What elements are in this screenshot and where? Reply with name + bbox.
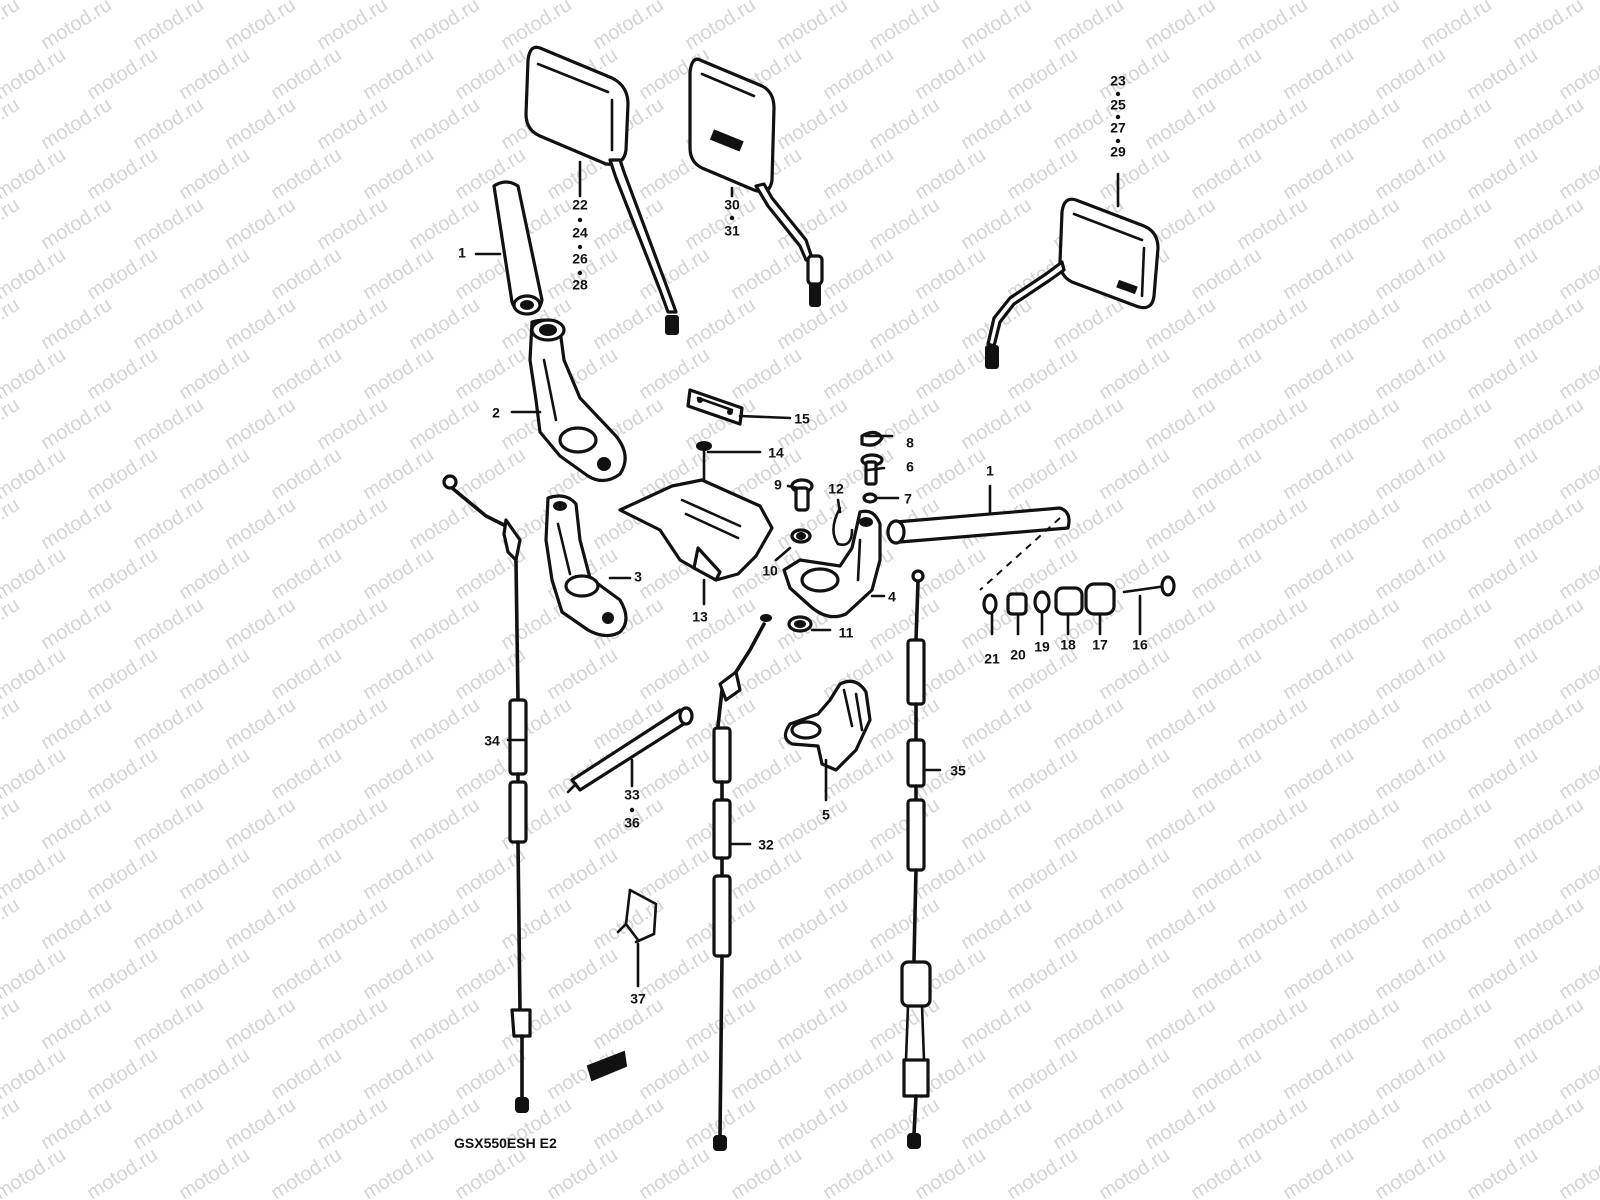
callout-35: 35 [950,763,966,779]
bar-end-screw[interactable] [1122,575,1176,597]
callout-10: 10 [762,563,778,579]
bar-end-small-washer[interactable] [982,593,998,615]
handlebar-holder-bracket[interactable] [618,478,774,582]
handlebar-right[interactable] [782,509,882,619]
callout-12: 12 [828,481,844,497]
callout-9: 9 [774,477,782,493]
nut[interactable] [790,528,812,544]
callout-31: 31 [724,223,740,239]
bar-end-damper[interactable] [1054,586,1084,616]
lock-nut[interactable] [787,615,813,633]
callout-20: 20 [1010,647,1026,663]
washer[interactable] [862,492,878,504]
bar-end-weight[interactable] [1084,582,1116,616]
mirror-left[interactable] [524,45,679,335]
bolt-short[interactable] [790,478,814,512]
callout-30: 30 [724,197,740,213]
callout-21: 21 [984,651,1000,667]
switch-bracket[interactable] [783,679,872,772]
callout-13: 13 [692,609,708,625]
mirror-right[interactable] [985,197,1160,369]
callout-3: 3 [634,569,642,585]
callout-6: 6 [906,459,914,475]
callout-33: 33 [624,787,640,803]
grip-right[interactable] [886,506,1071,545]
callout-26: 26 [572,251,588,267]
bolt[interactable] [696,441,712,482]
callout-5: 5 [822,807,830,823]
callout-27: 27 [1110,120,1126,136]
callout-17: 17 [1092,637,1108,653]
handlebar-left-upper[interactable] [528,318,627,483]
throttle-cable[interactable] [712,614,772,1151]
clutch-cable[interactable] [442,474,532,1113]
callout-36: 36 [624,815,640,831]
callout-1-right: 1 [986,463,994,479]
callout-labels: 1 1 2 3 4 5 6 7 8 9 10 11 12 13 14 15 16… [458,73,1148,1007]
callout-15: 15 [794,411,810,427]
choke-cable[interactable] [900,569,932,1149]
spring-clip[interactable] [832,506,854,546]
callout-18: 18 [1060,637,1076,653]
assembly-line [979,517,1061,591]
cable-clamp[interactable] [616,888,658,944]
callout-24: 24 [572,225,588,241]
callout-32: 32 [758,837,774,853]
callout-29: 29 [1110,144,1126,160]
callout-4: 4 [888,589,896,605]
bar-end-spacer[interactable] [1006,592,1028,616]
callout-34: 34 [484,733,500,749]
handlebar-left-lower[interactable] [544,494,628,638]
grip-left[interactable] [492,180,544,316]
callout-16: 16 [1132,637,1148,653]
callout-25: 25 [1110,97,1126,113]
callout-22: 22 [572,197,588,213]
callout-2: 2 [492,405,500,421]
callout-8: 8 [906,435,914,451]
callout-19: 19 [1034,639,1050,655]
mirror-center[interactable] [688,57,824,307]
callout-7: 7 [904,491,912,507]
screw[interactable] [860,453,884,486]
cable-label-tag[interactable] [586,1050,628,1082]
cap[interactable] [860,430,884,447]
callout-1-left: 1 [458,245,466,261]
callout-11: 11 [839,625,854,641]
callout-23: 23 [1110,73,1126,89]
callout-28: 28 [572,277,588,293]
leader-lines [474,91,1142,988]
handlebar-clamp[interactable] [686,388,744,426]
bar-end-washer[interactable] [1033,590,1051,614]
callout-37: 37 [630,991,646,1007]
cable-guide-rod[interactable] [566,706,694,794]
model-code-label: GSX550ESH E2 [454,1135,557,1151]
callout-14: 14 [768,445,784,461]
